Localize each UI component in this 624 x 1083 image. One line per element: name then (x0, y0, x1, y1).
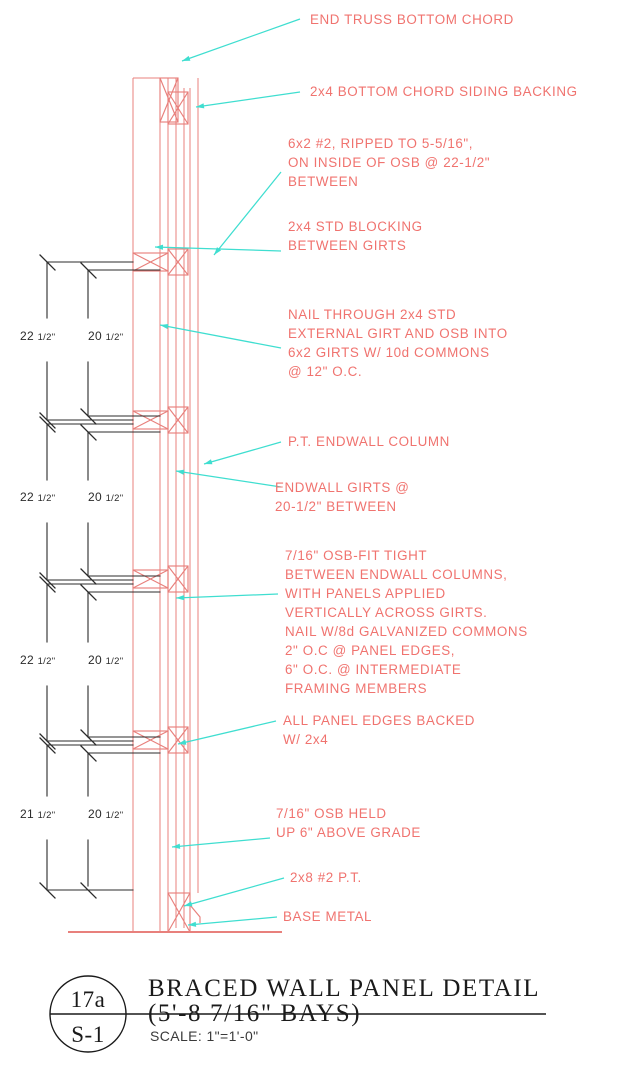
leader-line-pt-endwall-column (203, 441, 282, 465)
annotation-osb-fit-tight-spec: 7/16" OSB-FIT TIGHT (285, 548, 427, 563)
annotation-osb-fit-tight-spec: 6" O.C. @ INTERMEDIATE (285, 662, 461, 677)
annotation-osb-fit-tight-spec: NAIL W/8d GALVANIZED COMMONS (285, 624, 528, 639)
leader-arrowhead-endwall-girts-spacing (176, 469, 185, 475)
detail-title-line2: (5'-8 7/16" BAYS) (148, 1000, 361, 1027)
annotation-osb-fit-tight-spec: FRAMING MEMBERS (285, 681, 427, 696)
leader-arrowhead-osb-held-up-above-grade (172, 843, 181, 849)
annotation-nail-through-girt-and-osb: EXTERNAL GIRT AND OSB INTO (288, 326, 508, 341)
annotation-nail-through-girt-and-osb: @ 12" O.C. (288, 364, 362, 379)
detail-scale-note: SCALE: 1"=1'-0" (150, 1028, 259, 1044)
annotation-osb-fit-tight-spec: VERTICALLY ACROSS GIRTS. (285, 605, 487, 620)
annotation-std-blocking-between-girts: 2x4 STD BLOCKING (288, 219, 423, 234)
leader-line-osb-held-up-above-grade (171, 837, 271, 848)
annotation-std-blocking-between-girts: BETWEEN GIRTS (288, 238, 406, 253)
leader-arrowhead-osb-fit-tight-spec (176, 595, 185, 601)
leader-line-std-blocking-between-girts (154, 246, 282, 252)
leader-arrowhead-bottom-chord-siding-backing (196, 103, 205, 109)
dimension-bay-1-left: 22 1/2" (20, 329, 55, 343)
annotation-osb-fit-tight-spec: WITH PANELS APPLIED (285, 586, 446, 601)
leader-line-ripped-6x2-on-inside-of-osb (213, 171, 282, 256)
leader-line-osb-fit-tight-spec (175, 593, 279, 599)
leader-arrowhead-2x8-pt-plate (184, 901, 193, 907)
leader-line-end-truss-bottom-chord (181, 18, 301, 62)
annotation-osb-held-up-above-grade: 7/16" OSB HELD (276, 806, 387, 821)
annotation-ripped-6x2-on-inside-of-osb: 6x2 #2, RIPPED TO 5-5/16", (288, 136, 473, 151)
annotation-osb-fit-tight-spec: 2" O.C @ PANEL EDGES, (285, 643, 455, 658)
dimension-bay-4-right: 20 1/2" (88, 807, 123, 821)
annotation-endwall-girts-spacing: 20-1/2" BETWEEN (275, 499, 397, 514)
dimension-bay-1-right: 20 1/2" (88, 329, 123, 343)
leader-lines (154, 18, 301, 927)
leader-line-2x8-pt-plate (183, 877, 285, 907)
annotation-all-panel-edges-backed: ALL PANEL EDGES BACKED (283, 713, 475, 728)
leader-line-endwall-girts-spacing (175, 470, 282, 488)
annotation-nail-through-girt-and-osb: 6x2 GIRTS W/ 10d COMMONS (288, 345, 490, 360)
annotation-ripped-6x2-on-inside-of-osb: BETWEEN (288, 174, 358, 189)
dimension-text-group: 22 1/2" 20 1/2" 22 1/2" 20 1/2" 22 1/2" 20 1/… (20, 329, 123, 821)
detail-bubble-sheet: S-1 (71, 1022, 104, 1047)
annotation-all-panel-edges-backed: W/ 2x4 (283, 732, 328, 747)
leader-arrowhead-std-blocking-between-girts (155, 244, 164, 250)
leader-arrowhead-pt-endwall-column (204, 459, 213, 465)
leader-line-all-panel-edges-backed (177, 720, 277, 745)
annotation-base-metal: BASE METAL (283, 909, 372, 924)
annotation-2x8-pt-plate: 2x8 #2 P.T. (290, 870, 362, 885)
leader-arrowhead-base-metal (188, 921, 197, 927)
annotation-text-group: END TRUSS BOTTOM CHORD 2x4 BOTTOM CHORD S… (275, 12, 578, 924)
annotation-nail-through-girt-and-osb: NAIL THROUGH 2x4 STD (288, 307, 456, 322)
leader-line-bottom-chord-siding-backing (195, 91, 301, 108)
detail-title-line1: BRACED WALL PANEL DETAIL (148, 975, 540, 1002)
leader-arrowhead-nail-through-girt-and-osb (160, 323, 169, 330)
leader-line-nail-through-girt-and-osb (159, 324, 282, 349)
dimension-bay-3-left: 22 1/2" (20, 653, 55, 667)
annotation-pt-endwall-column: P.T. ENDWALL COLUMN (288, 434, 450, 449)
dimension-bay-4-left: 21 1/2" (20, 807, 55, 821)
detail-bubble-number: 17a (71, 987, 106, 1012)
leader-line-base-metal (187, 916, 278, 926)
leader-arrowhead-all-panel-edges-backed (178, 739, 187, 745)
annotation-end-truss-bottom-chord: END TRUSS BOTTOM CHORD (310, 12, 514, 27)
annotation-ripped-6x2-on-inside-of-osb: ON INSIDE OF OSB @ 22-1/2" (288, 155, 490, 170)
annotation-bottom-chord-siding-backing: 2x4 BOTTOM CHORD SIDING BACKING (310, 84, 578, 99)
dimension-bay-2-right: 20 1/2" (88, 490, 123, 504)
annotation-osb-fit-tight-spec: BETWEEN ENDWALL COLUMNS, (285, 567, 507, 582)
annotation-endwall-girts-spacing: ENDWALL GIRTS @ (275, 480, 409, 495)
dimension-bay-2-left: 22 1/2" (20, 490, 55, 504)
leader-arrowhead-end-truss-bottom-chord (182, 55, 191, 61)
dimension-bay-3-right: 20 1/2" (88, 653, 123, 667)
annotation-osb-held-up-above-grade: UP 6" ABOVE GRADE (276, 825, 421, 840)
